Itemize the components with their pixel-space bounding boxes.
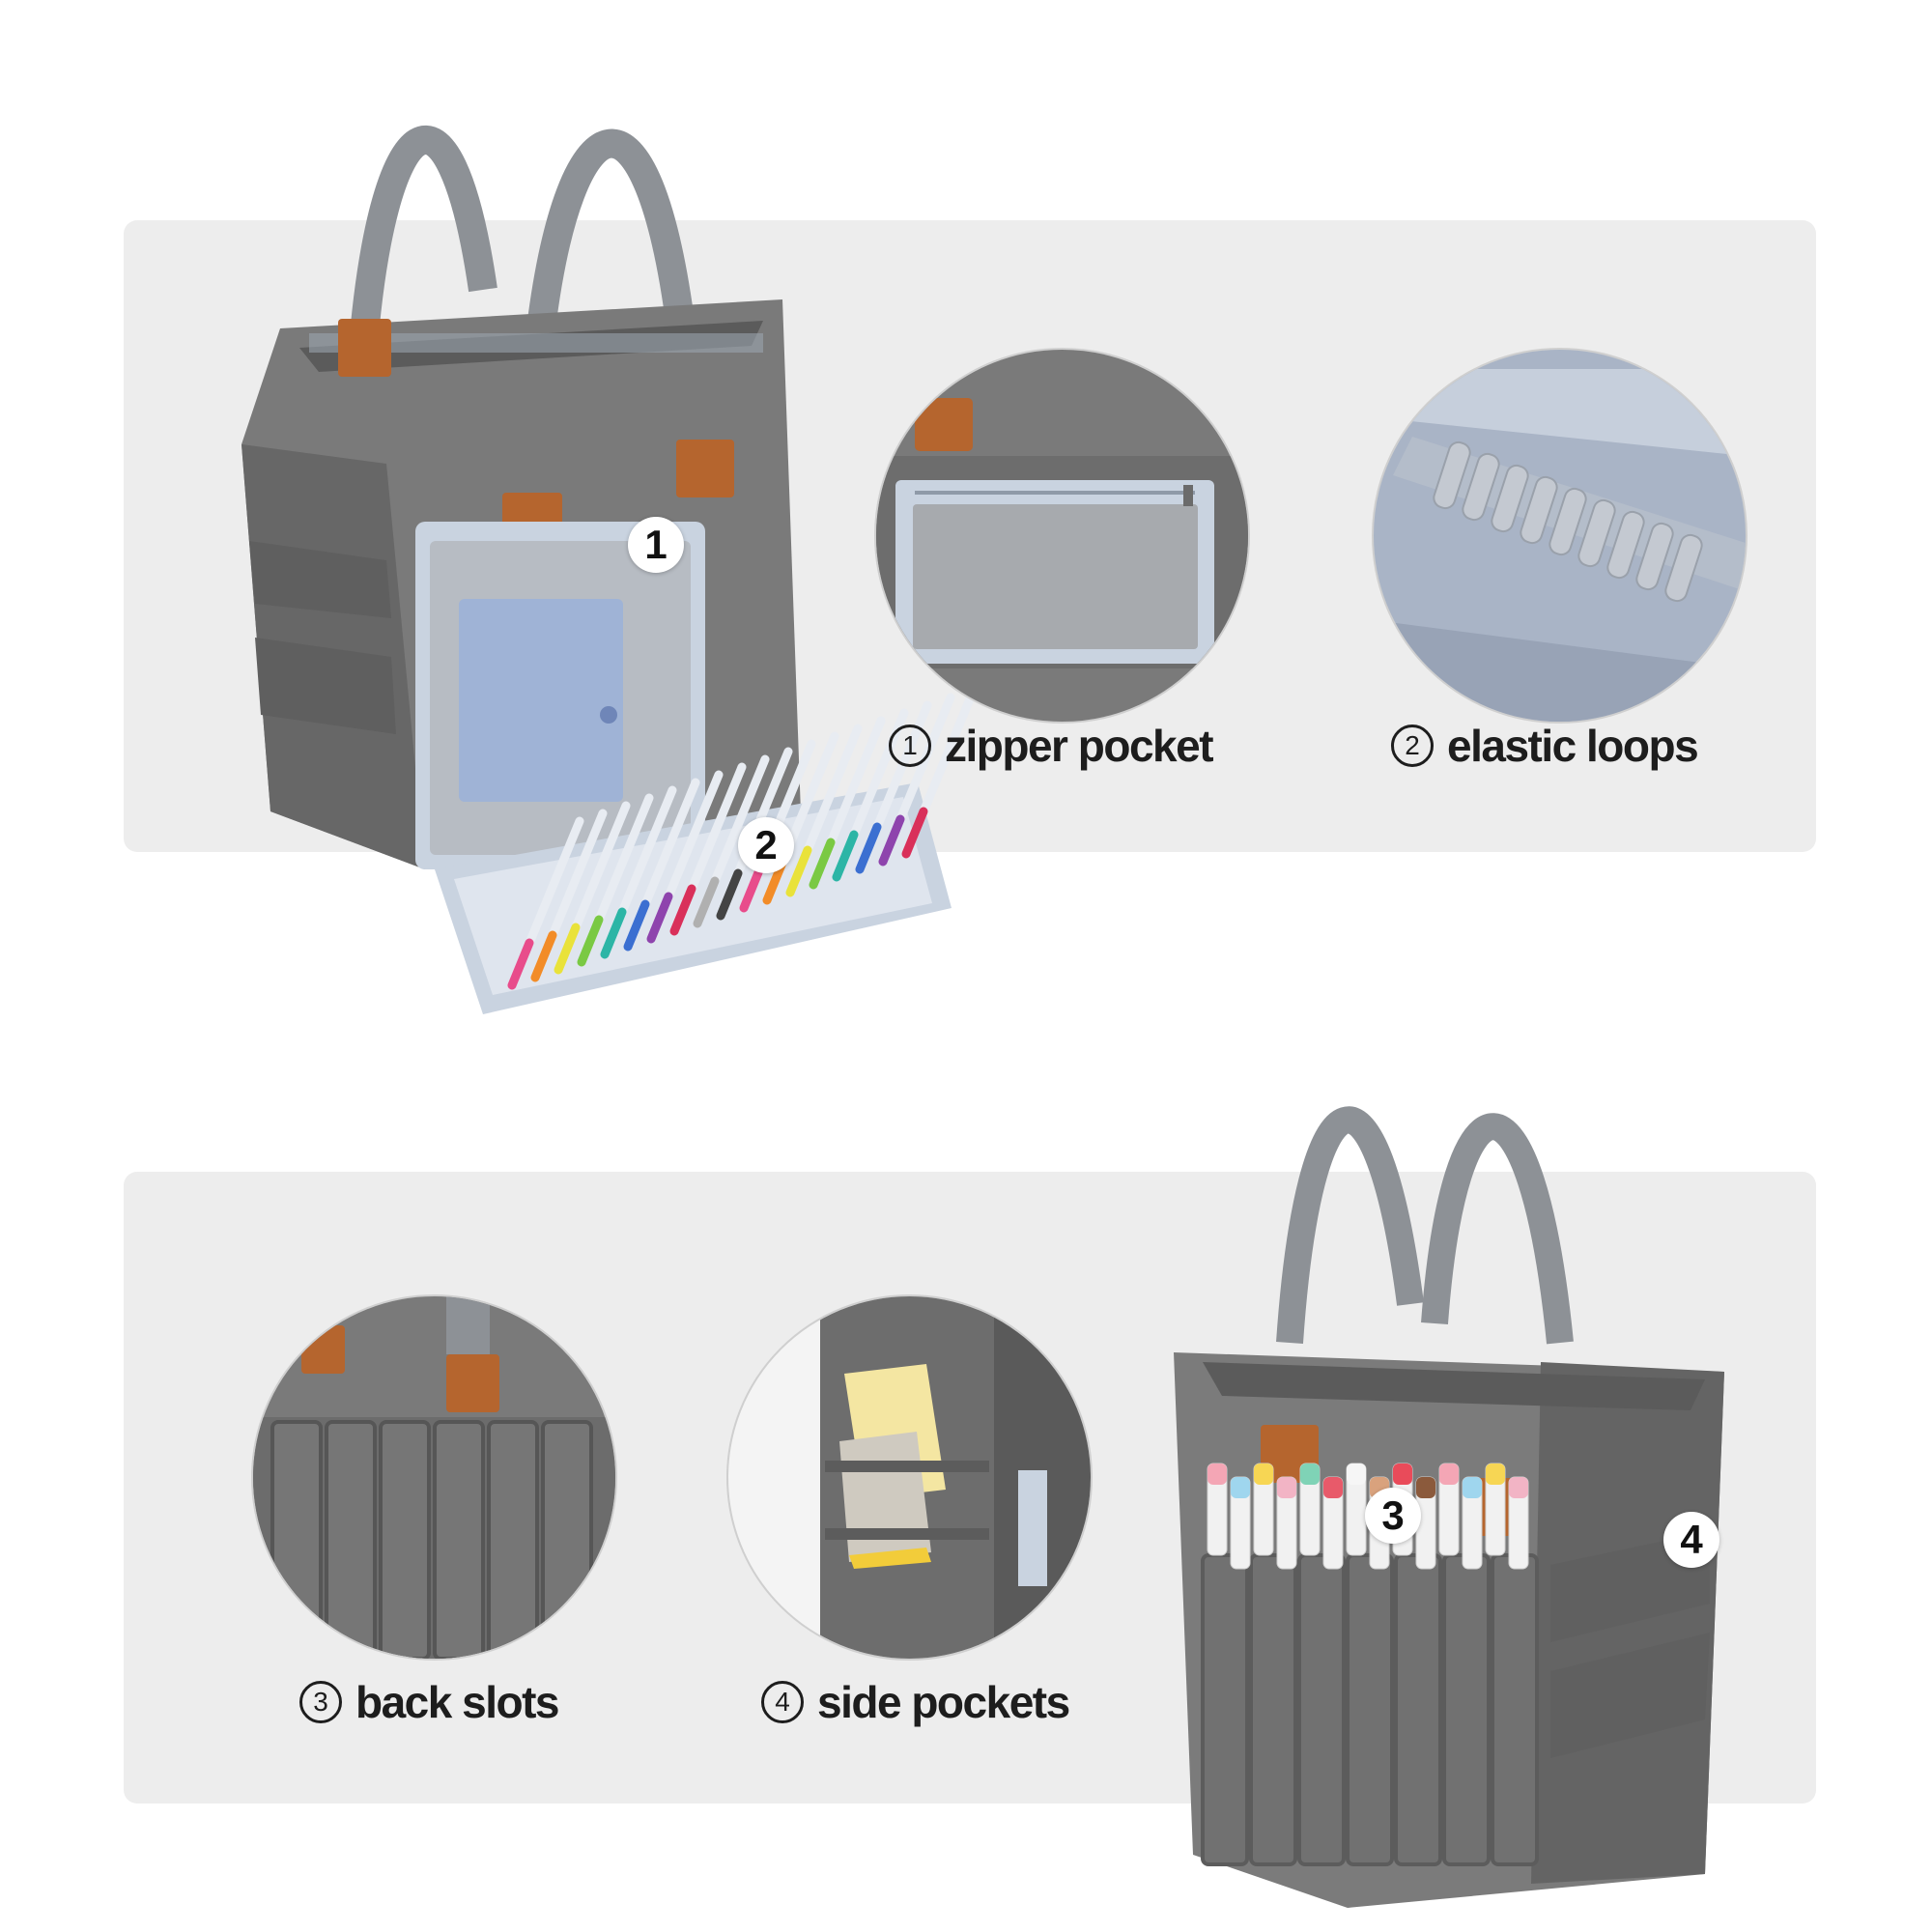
leather-tab (338, 319, 391, 377)
back-slot (270, 1420, 323, 1659)
gel-pen-grip (809, 838, 836, 890)
alcohol-marker-cap (1486, 1463, 1505, 1485)
alcohol-marker-cap (1509, 1477, 1528, 1498)
marker-1: 1 (628, 517, 684, 573)
gel-pen-grip (507, 938, 534, 990)
back-slot (1201, 1553, 1249, 1866)
back-slot (1394, 1553, 1442, 1866)
back-slots-detail-image (251, 1294, 617, 1661)
elastic-loop (1664, 533, 1703, 603)
caption-text-elastic-loops: elastic loops (1447, 721, 1699, 771)
marker-3: 3 (1365, 1488, 1421, 1544)
back-slot (1297, 1553, 1346, 1866)
gel-pen-grip (554, 923, 581, 975)
alcohol-marker-cap (1347, 1463, 1366, 1485)
elastic-loop (1433, 440, 1471, 510)
alcohol-marker-cap (1416, 1477, 1435, 1498)
back-slot (1249, 1553, 1297, 1866)
back-slot (379, 1420, 431, 1659)
alcohol-marker-cap (1439, 1463, 1459, 1485)
tote-bag-open-flap-image (242, 126, 979, 1014)
back-slot (1442, 1553, 1491, 1866)
zipper-pocket-detail-image (874, 348, 1250, 724)
marker-4: 4 (1663, 1512, 1719, 1568)
caption-number-1: 1 (889, 724, 931, 767)
elastic-loop (1520, 475, 1558, 545)
back-slot (1491, 1553, 1539, 1866)
caption-number-4: 4 (761, 1681, 804, 1723)
elastic-loop (1577, 498, 1616, 568)
caption-zipper-pocket: 1 zipper pocket (889, 720, 1214, 772)
caption-elastic-loops: 2 elastic loops (1391, 720, 1699, 772)
gel-pens-group (507, 685, 979, 990)
gel-pen-grip (577, 915, 604, 967)
gel-pen-grip (739, 861, 766, 913)
caption-text-zipper-pocket: zipper pocket (945, 721, 1214, 771)
back-slot (487, 1420, 539, 1659)
gel-pen-grip (901, 807, 928, 859)
elastic-loops-detail-image (1372, 348, 1747, 724)
caption-number-3: 3 (299, 1681, 342, 1723)
gel-pen-grip (669, 884, 696, 936)
gel-pen-grip (832, 830, 859, 882)
alcohol-marker-cap (1463, 1477, 1482, 1498)
alcohol-marker-cap (1208, 1463, 1227, 1485)
caption-text-side-pockets: side pockets (817, 1677, 1070, 1727)
alcohol-marker-cap (1254, 1463, 1273, 1485)
gel-pen-grip (693, 876, 720, 928)
back-slot (325, 1420, 377, 1659)
alcohol-marker-cap (1300, 1463, 1320, 1485)
gel-pen-grip (716, 868, 743, 921)
caption-back-slots: 3 back slots (299, 1676, 560, 1728)
elastic-loop (1462, 452, 1500, 522)
back-slot (541, 1420, 593, 1659)
alcohol-marker-cap (1393, 1463, 1412, 1485)
back-slot (1346, 1553, 1394, 1866)
gel-pen-grip (785, 845, 812, 897)
marker-2: 2 (738, 817, 794, 873)
gel-pen-grip (600, 907, 627, 959)
gel-pen-grip (530, 930, 557, 982)
back-slot (433, 1420, 485, 1659)
gel-pen-grip (878, 814, 905, 867)
caption-number-2: 2 (1391, 724, 1434, 767)
elastic-loop (1606, 510, 1645, 580)
side-pockets-detail-image (726, 1294, 1093, 1661)
alcohol-marker-cap (1323, 1477, 1343, 1498)
elastic-loop (1491, 464, 1529, 533)
alcohol-marker-cap (1231, 1477, 1250, 1498)
caption-text-back-slots: back slots (355, 1677, 560, 1727)
caption-side-pockets: 4 side pockets (761, 1676, 1070, 1728)
elastic-loop (1548, 487, 1587, 556)
elastic-loop (1635, 522, 1674, 591)
gel-pen-grip (623, 899, 650, 952)
tote-bag-back-view-image (1174, 1106, 1724, 1908)
gel-pen-grip (646, 892, 673, 944)
gel-pen-grip (855, 822, 882, 874)
alcohol-marker-cap (1277, 1477, 1296, 1498)
